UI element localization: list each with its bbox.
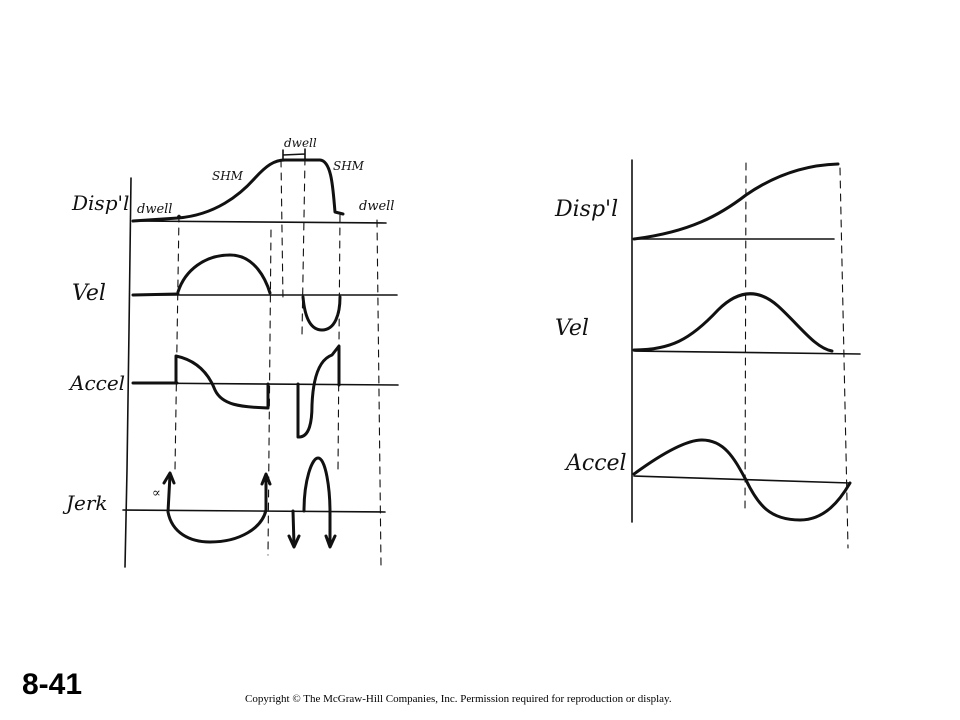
left-label-velocity: Vel [72,281,106,306]
left-jerk-arrow-down-end [324,534,337,549]
left-label-jerk: Jerk [62,491,108,515]
left-label-acceleration: Accel [68,371,125,395]
left-velocity-rise-curve [176,253,272,295]
left-label-displacement: Disp'l [71,191,129,215]
left-displacement-baseline [132,220,387,224]
left-velocity-fall-curve [301,295,342,332]
right-velocity-curve [632,292,834,353]
left-jerk-arrow-up-end [260,472,272,486]
left-marker-top-dwell-start [280,159,284,301]
left-velocity-baseline-heavy [131,292,180,297]
right-marker-end [839,167,849,549]
left-acceleration-rise-curve [174,354,270,410]
left-marker-rise-start [174,214,180,471]
left-segment-dwell-top: dwell [284,136,317,150]
left-jerk-arrow-down-start [287,534,301,549]
left-jerk-infinity-mark: ∝ [152,486,161,501]
right-label-acceleration: Accel [564,451,627,476]
left-marker-cycle-end [376,219,382,566]
left-acceleration-fall-curve [296,344,341,439]
left-segment-rise: SHM [212,169,244,183]
left-jerk-fall-curve [291,456,332,547]
copyright-notice: Copyright © The McGraw-Hill Companies, I… [245,693,672,705]
right-label-velocity: Vel [555,316,589,341]
left-segment-dwell-last: dwell [359,199,394,214]
left-segment-dwell-first: dwell [137,202,172,217]
slide-number: 8-41 [22,668,83,701]
left-vertical-axis [124,177,132,568]
right-acceleration-baseline [633,475,851,484]
left-marker-fall-end [337,214,341,471]
left-segment-fall: SHM [333,159,365,173]
left-displacement-dwell-end-dot [177,215,181,219]
left-jerk-arrow-up-start [162,471,176,485]
right-velocity-baseline [633,350,861,355]
left-panel: Disp'l Vel Accel Jerk dwell SHM dwell SH… [62,136,399,568]
left-jerk-baseline [122,509,386,513]
left-marker-fall-start [301,157,306,336]
left-top-dwell-bracket [282,148,306,161]
left-jerk-rise-curve [166,473,268,544]
right-marker-mid [744,162,747,513]
right-acceleration-curve [632,438,852,522]
right-label-displacement: Disp'l [554,197,618,222]
right-displacement-curve [632,162,840,241]
right-panel: Disp'l Vel Accel [554,159,861,549]
left-displacement-curve [131,158,345,223]
